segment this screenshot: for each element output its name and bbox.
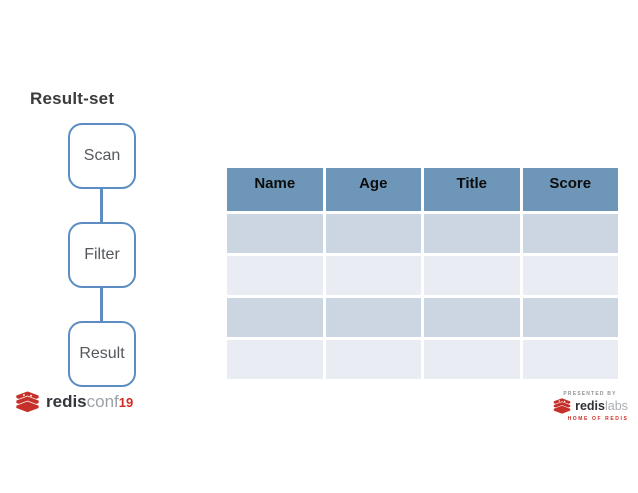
table-cell [227, 256, 323, 295]
table-cell [424, 214, 520, 253]
flow-node-scan-label: Scan [83, 147, 121, 164]
redis-cube-icon [14, 391, 41, 414]
table-cell [325, 298, 421, 337]
table-cell [325, 340, 421, 379]
table-cell [522, 256, 618, 295]
connector-scan-filter [100, 188, 103, 224]
result-table: Name Age Title Score [227, 168, 618, 379]
flow-node-filter-label: Filter [84, 246, 120, 263]
redisconf-logo-text: redisconf19 [46, 390, 133, 414]
flow-node-filter: Filter [68, 222, 136, 288]
table-cell [424, 256, 520, 295]
flow-node-scan: Scan [68, 123, 136, 189]
table-cell [424, 340, 520, 379]
redislabs-labs-text: labs [604, 399, 628, 413]
table-header-name: Name [227, 168, 323, 211]
table-cell [522, 340, 618, 379]
table-header-title: Title [424, 168, 520, 211]
table-header-age: Age [325, 168, 421, 211]
table-cell [227, 214, 323, 253]
page-title: Result-set [30, 89, 115, 108]
redislabs-logo: redislabs [547, 398, 633, 415]
redisconf-logo: redisconf19 [14, 390, 133, 414]
table-cell [227, 298, 323, 337]
redislabs-logo-text: redislabs [575, 400, 628, 413]
redisconf-year-text: 19 [118, 395, 134, 410]
presented-by-label: PRESENTED BY [563, 391, 617, 397]
redisconf-conf-text: conf [86, 392, 119, 411]
table-cell [424, 298, 520, 337]
table-cell [325, 214, 421, 253]
redislabs-tagline: HOME OF REDIS [567, 416, 629, 422]
redislabs-lockup: PRESENTED BY redislabs HOME OF REDIS [547, 391, 633, 422]
table-cell [325, 256, 421, 295]
redis-cube-icon [552, 398, 572, 415]
table-cell [227, 340, 323, 379]
table-header-score: Score [522, 168, 618, 211]
flow-node-result: Result [68, 321, 136, 387]
flow-node-result-label: Result [79, 345, 125, 362]
redislabs-redis-text: redis [575, 399, 605, 413]
connector-filter-result [100, 287, 103, 323]
redisconf-redis-text: redis [46, 392, 87, 411]
table-cell [522, 298, 618, 337]
table-cell [522, 214, 618, 253]
